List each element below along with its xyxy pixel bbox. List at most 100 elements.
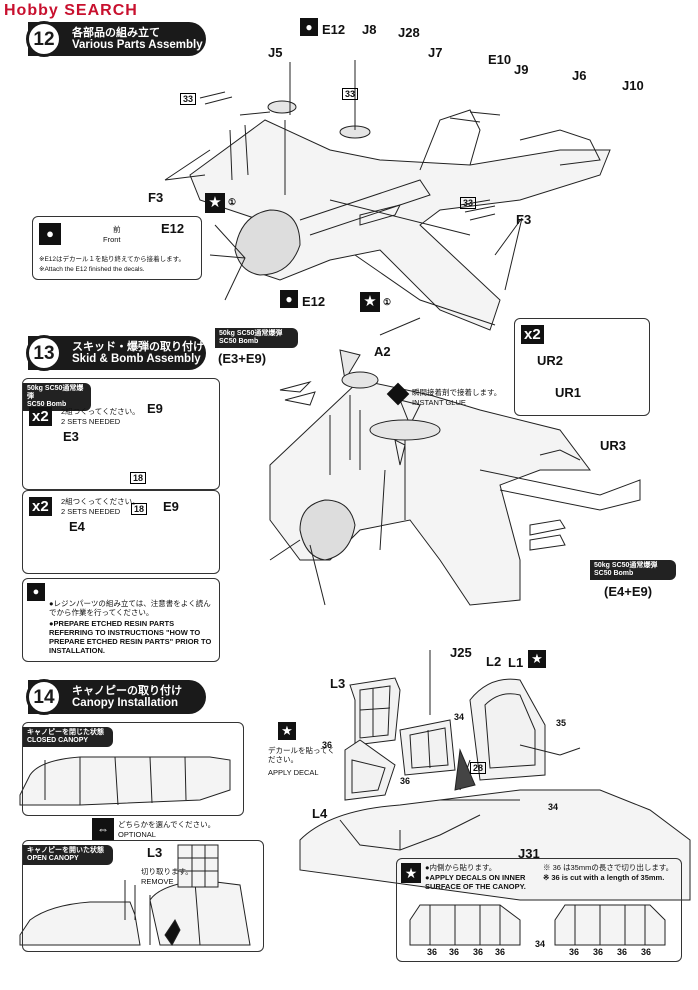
part-36: 36 bbox=[617, 947, 628, 957]
front-label-en: Front bbox=[103, 235, 121, 244]
decal-star-icon: ★ bbox=[528, 650, 546, 668]
part-36: 36 bbox=[641, 947, 652, 957]
bomb-tag-en: SC50 Bomb bbox=[594, 570, 634, 577]
part-l4: L4 bbox=[312, 806, 328, 821]
inner-decal-box: ★ ●内側から貼ります。 ●APPLY DECALS ON INNER SURF… bbox=[396, 858, 682, 962]
part-e3: E3 bbox=[63, 429, 79, 444]
part-33-b: 33 bbox=[342, 88, 359, 100]
e12-note-en: ※Attach the E12 finished the decals. bbox=[39, 266, 145, 273]
sets-jp: 2組つくってください。 bbox=[61, 407, 140, 416]
bomb-tag-bottom: 50kg SC50通常爆弾 SC50 Bomb bbox=[590, 560, 676, 580]
part-j7: J7 bbox=[428, 45, 443, 60]
glue-en: INSTANT GLUE bbox=[412, 398, 466, 407]
inner-decal-en: ●APPLY DECALS ON INNER SURFACE OF THE CA… bbox=[425, 873, 526, 891]
closed-canopy-jp: キャノピーを閉じた状態 bbox=[27, 729, 104, 736]
closed-canopy-box: キャノピーを閉じた状態 CLOSED CANOPY bbox=[22, 722, 244, 816]
combo-e4-e9: (E4+E9) bbox=[604, 584, 653, 599]
part-36: 36 bbox=[569, 947, 580, 957]
apply-decal-jp: デカールを貼ってください。 bbox=[268, 746, 335, 764]
decal-star-icon: ★ bbox=[360, 292, 380, 312]
bomb-tag-jp: 50kg SC50通常爆弾 bbox=[594, 562, 658, 569]
part-34: 34 bbox=[454, 712, 465, 722]
part-36: 36 bbox=[449, 947, 460, 957]
closed-canopy-tag: キャノピーを閉じた状態 CLOSED CANOPY bbox=[23, 727, 113, 747]
part-36: 36 bbox=[427, 947, 438, 957]
bomb-tag-en: SC50 Bomb bbox=[219, 338, 259, 345]
front-label-jp: 前 bbox=[113, 225, 121, 234]
decal-star-icon: ★ bbox=[205, 193, 225, 213]
part-34: 34 bbox=[548, 802, 559, 812]
glue-jp: 瞬間接着剤で接着します。 bbox=[412, 388, 502, 397]
open-canopy-jp: キャノピーを開いた状態 bbox=[27, 847, 104, 854]
quantity-x2: x2 bbox=[29, 407, 52, 426]
part-ur2: UR2 bbox=[537, 353, 564, 368]
part-34: 34 bbox=[535, 939, 546, 949]
closed-canopy-en: CLOSED CANOPY bbox=[27, 737, 89, 744]
part-l3: L3 bbox=[147, 845, 163, 860]
e12-note-box: ● 前 Front E12 ※E12はデカール１を貼り終えてから接着します。 ※… bbox=[32, 216, 202, 280]
part-e4: E4 bbox=[69, 519, 85, 534]
step-14-header: 14 キャノピーの取り付け Canopy Installation bbox=[26, 679, 206, 715]
part-18-a: 18 bbox=[130, 472, 147, 484]
cut-note-jp: ※ 36 は35mmの長さで切り出します。 bbox=[543, 863, 674, 872]
step-title-en: Various Parts Assembly bbox=[72, 39, 203, 51]
resin-note-jp: ●レジンパーツの組み立ては、注意書をよく読んでから作業を行ってください。 bbox=[49, 599, 211, 617]
ur-parts-box: x2 UR2 UR1 bbox=[514, 318, 650, 416]
remove-en: REMOVE bbox=[141, 877, 174, 886]
optional-jp: どちらかを選んでください。 bbox=[118, 820, 216, 829]
sets-en: 2 SETS NEEDED bbox=[61, 417, 121, 426]
step-title-jp: 各部品の組み立て bbox=[72, 27, 160, 39]
part-j28: J28 bbox=[398, 25, 420, 40]
part-j9: J9 bbox=[514, 62, 529, 77]
part-35: 35 bbox=[556, 718, 567, 728]
bomb-tag: 50kg SC50通常爆弾 SC50 Bomb bbox=[23, 383, 91, 411]
open-canopy-tag: キャノピーを開いた状態 OPEN CANOPY bbox=[23, 845, 113, 865]
part-36: 36 bbox=[322, 740, 333, 750]
part-36: 36 bbox=[400, 776, 411, 786]
bomb-e3-box: 50kg SC50通常爆弾 SC50 Bomb x2 2組つくってください。 2… bbox=[22, 378, 220, 490]
inner-decal-jp: ●内側から貼ります。 bbox=[425, 863, 497, 872]
part-36: 36 bbox=[473, 947, 484, 957]
part-36: 36 bbox=[495, 947, 506, 957]
step-title-jp: キャノピーの取り付け bbox=[72, 685, 182, 697]
quantity-x2: x2 bbox=[521, 325, 544, 344]
paint-icon: ● bbox=[27, 583, 45, 601]
step-title-en: Canopy Installation bbox=[72, 697, 179, 709]
step-12-header: 12 各部品の組み立て Various Parts Assembly bbox=[26, 21, 206, 57]
resin-note-box: ● ●レジンパーツの組み立ては、注意書をよく読んでから作業を行ってください。 ●… bbox=[22, 578, 220, 662]
part-e10: E10 bbox=[488, 52, 512, 67]
step-number: 14 bbox=[26, 679, 62, 715]
part-j10: J10 bbox=[622, 78, 644, 93]
decal-ref-1: ① bbox=[383, 297, 392, 307]
apply-decal-en: APPLY DECAL bbox=[268, 768, 319, 777]
paint-icon: ● bbox=[39, 223, 61, 245]
combo-e3-e9: (E3+E9) bbox=[218, 351, 267, 366]
quantity-x2: x2 bbox=[29, 497, 52, 516]
part-e12-top: E12 bbox=[322, 22, 346, 37]
step-number: 12 bbox=[26, 21, 62, 57]
part-18-b: 18 bbox=[131, 503, 148, 515]
part-a2: A2 bbox=[374, 344, 391, 359]
cut-note-en: ※ 36 is cut with a length of 35mm. bbox=[543, 873, 665, 882]
bomb-tag-en: SC50 Bomb bbox=[27, 401, 67, 408]
step-title-en: Skid & Bomb Assembly bbox=[72, 353, 201, 365]
bomb-tag-jp: 50kg SC50通常爆弾 bbox=[219, 330, 283, 337]
part-e12-bottom: E12 bbox=[302, 294, 326, 309]
optional-en: OPTIONAL bbox=[118, 830, 156, 839]
sets-en: 2 SETS NEEDED bbox=[61, 507, 121, 516]
part-e9: E9 bbox=[163, 499, 179, 514]
part-j5: J5 bbox=[268, 45, 283, 60]
sets-jp: 2組つくってください。 bbox=[61, 497, 140, 506]
decal-star-icon: ★ bbox=[278, 722, 296, 740]
part-l3: L3 bbox=[330, 676, 346, 691]
paint-icon: ● bbox=[300, 18, 318, 36]
watermark: Hobby SEARCH bbox=[4, 2, 138, 19]
part-j31: J31 bbox=[518, 846, 540, 861]
remove-jp: 切り取ります。 bbox=[141, 867, 193, 876]
part-f3-right: F3 bbox=[516, 212, 532, 227]
bomb-e4-box: x2 2組つくってください。 2 SETS NEEDED 18 E9 E4 bbox=[22, 490, 220, 574]
resin-note-en: ●PREPARE ETCHED RESIN PARTS REFERRING TO… bbox=[49, 619, 212, 655]
part-j25: J25 bbox=[450, 645, 472, 660]
part-33-a: 33 bbox=[180, 93, 197, 105]
